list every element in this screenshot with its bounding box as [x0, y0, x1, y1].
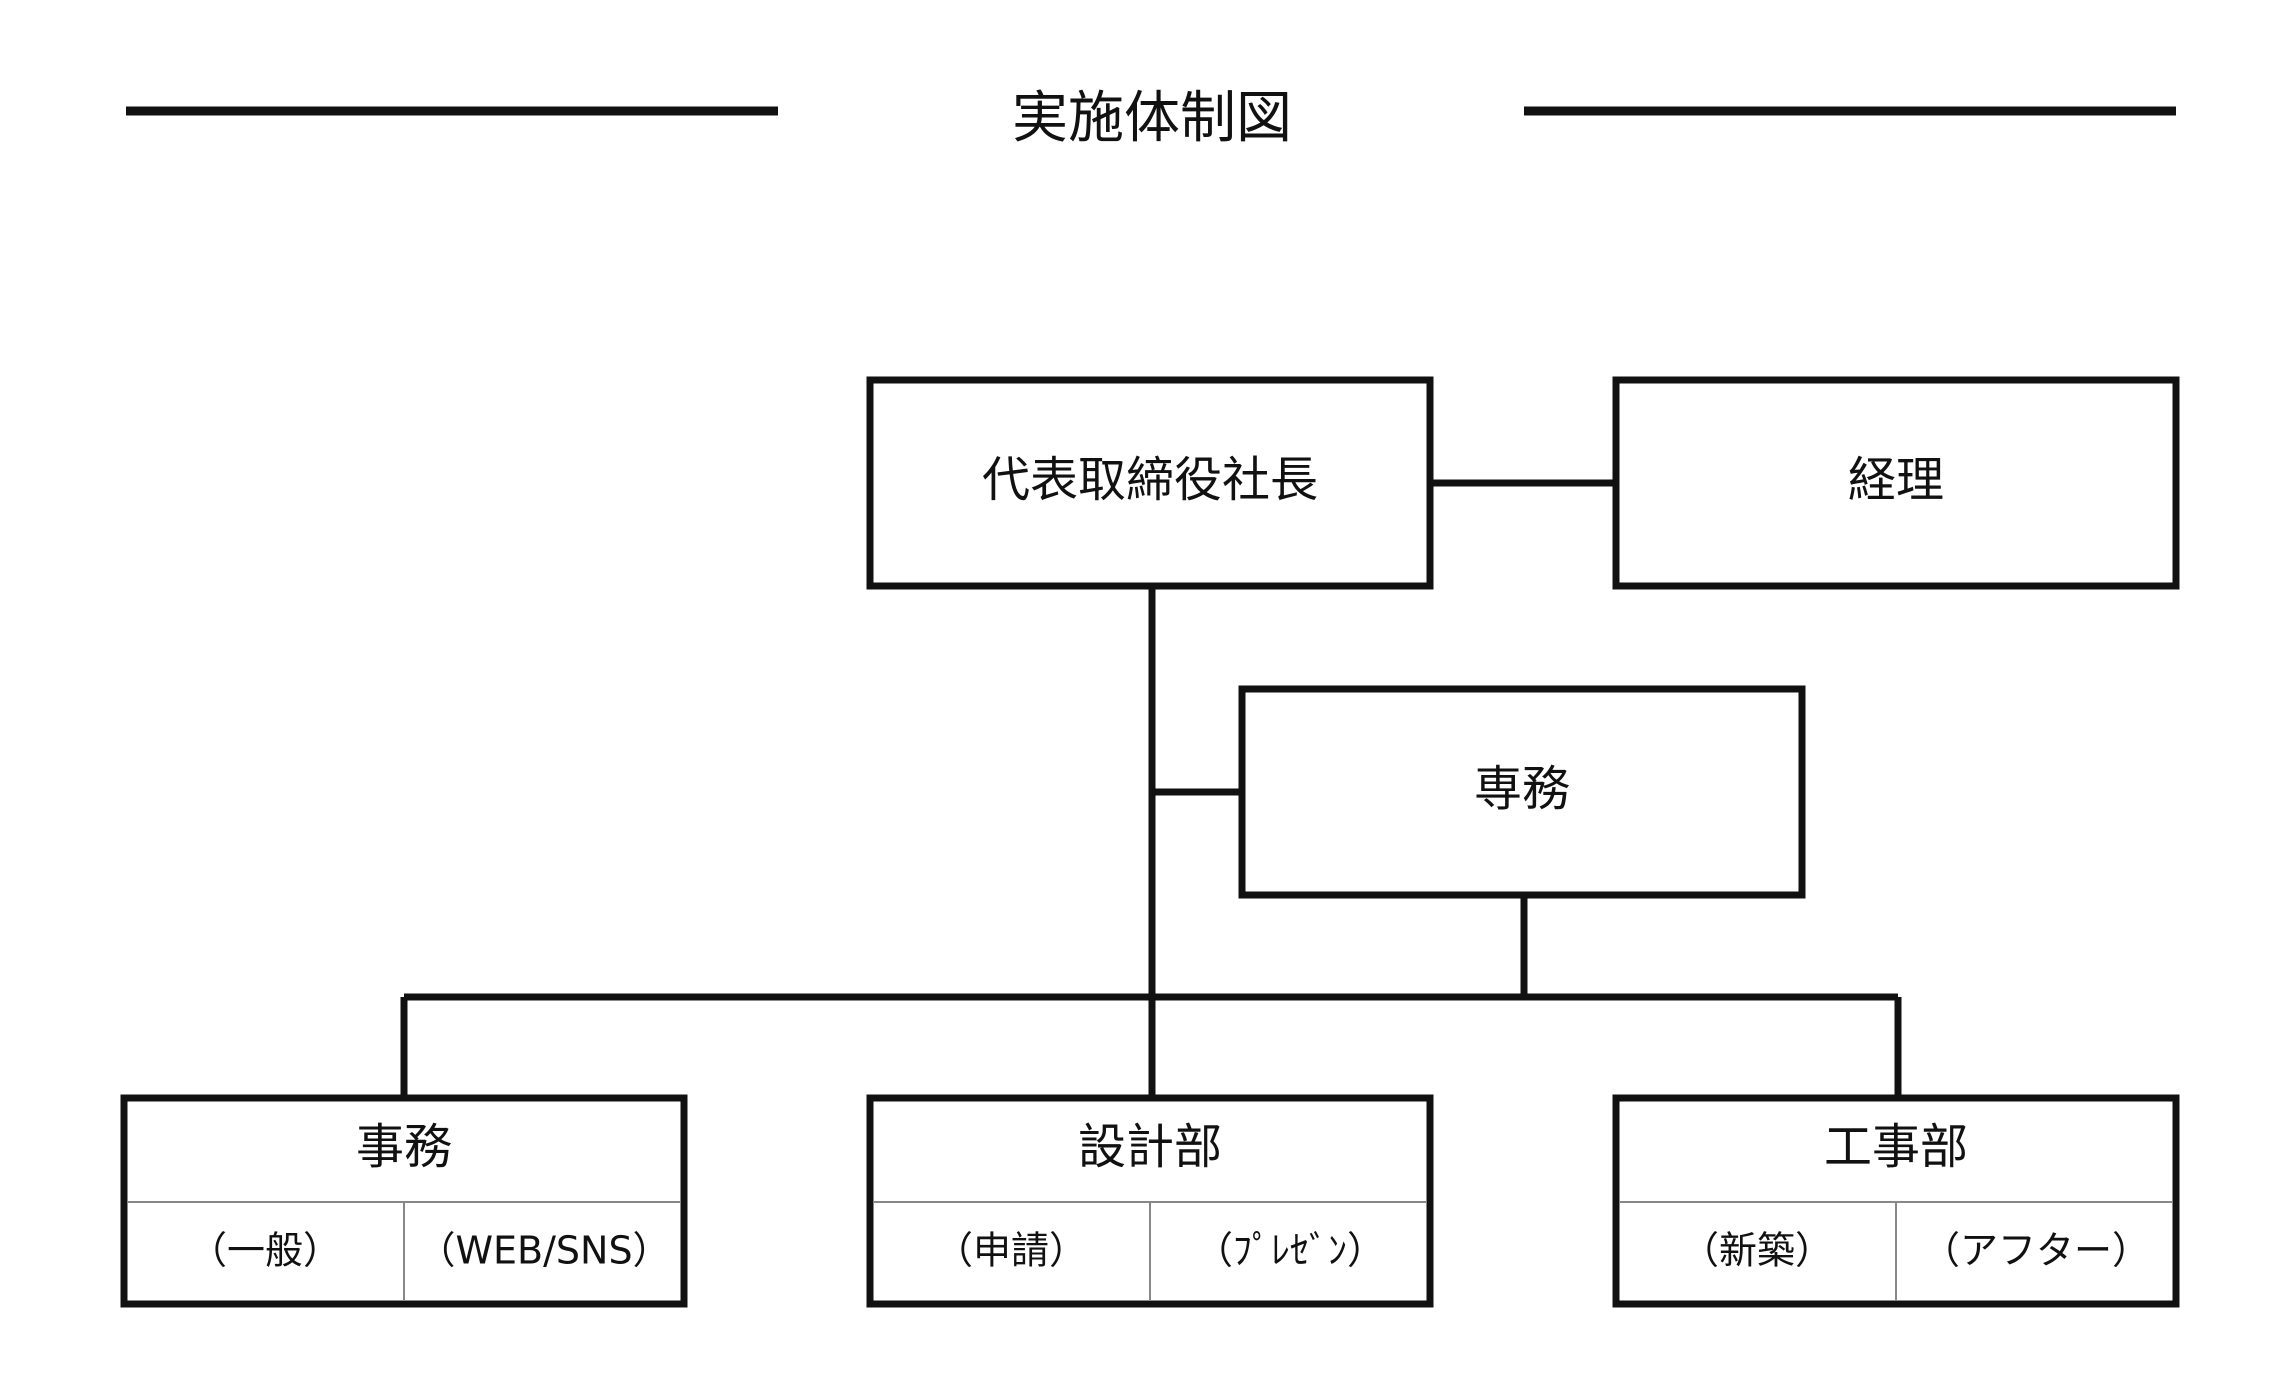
box-office-sub-right: （WEB/SNS）	[417, 1229, 670, 1273]
box-president-label: 代表取締役社長	[982, 452, 1318, 508]
box-accounting-label: 経理	[1848, 452, 1944, 508]
box-design: 設計部 （申請） （ﾌﾟﾚｾﾞﾝ）	[866, 1094, 1434, 1308]
connectors	[400, 479, 1902, 1098]
box-office: 事務 （一般） （WEB/SNS）	[120, 1094, 688, 1308]
box-construction-label: 工事部	[1824, 1119, 1968, 1175]
box-construction-sub-right: （アフター）	[1922, 1229, 2150, 1273]
box-president: 代表取締役社長	[866, 376, 1434, 590]
box-office-label: 事務	[356, 1119, 452, 1175]
box-construction: 工事部 （新築） （アフター）	[1612, 1094, 2180, 1308]
page-title: 実施体制図	[1012, 86, 1292, 151]
box-managing: 専務	[1238, 685, 1806, 899]
box-office-sub-left: （一般）	[189, 1229, 341, 1273]
box-design-label: 設計部	[1078, 1119, 1222, 1175]
box-design-sub-right: （ﾌﾟﾚｾﾞﾝ）	[1195, 1229, 1385, 1273]
box-design-sub-left: （申請）	[935, 1229, 1087, 1273]
box-managing-label: 専務	[1474, 761, 1570, 817]
box-accounting: 経理	[1612, 376, 2180, 590]
box-construction-sub-left: （新築）	[1681, 1229, 1833, 1273]
